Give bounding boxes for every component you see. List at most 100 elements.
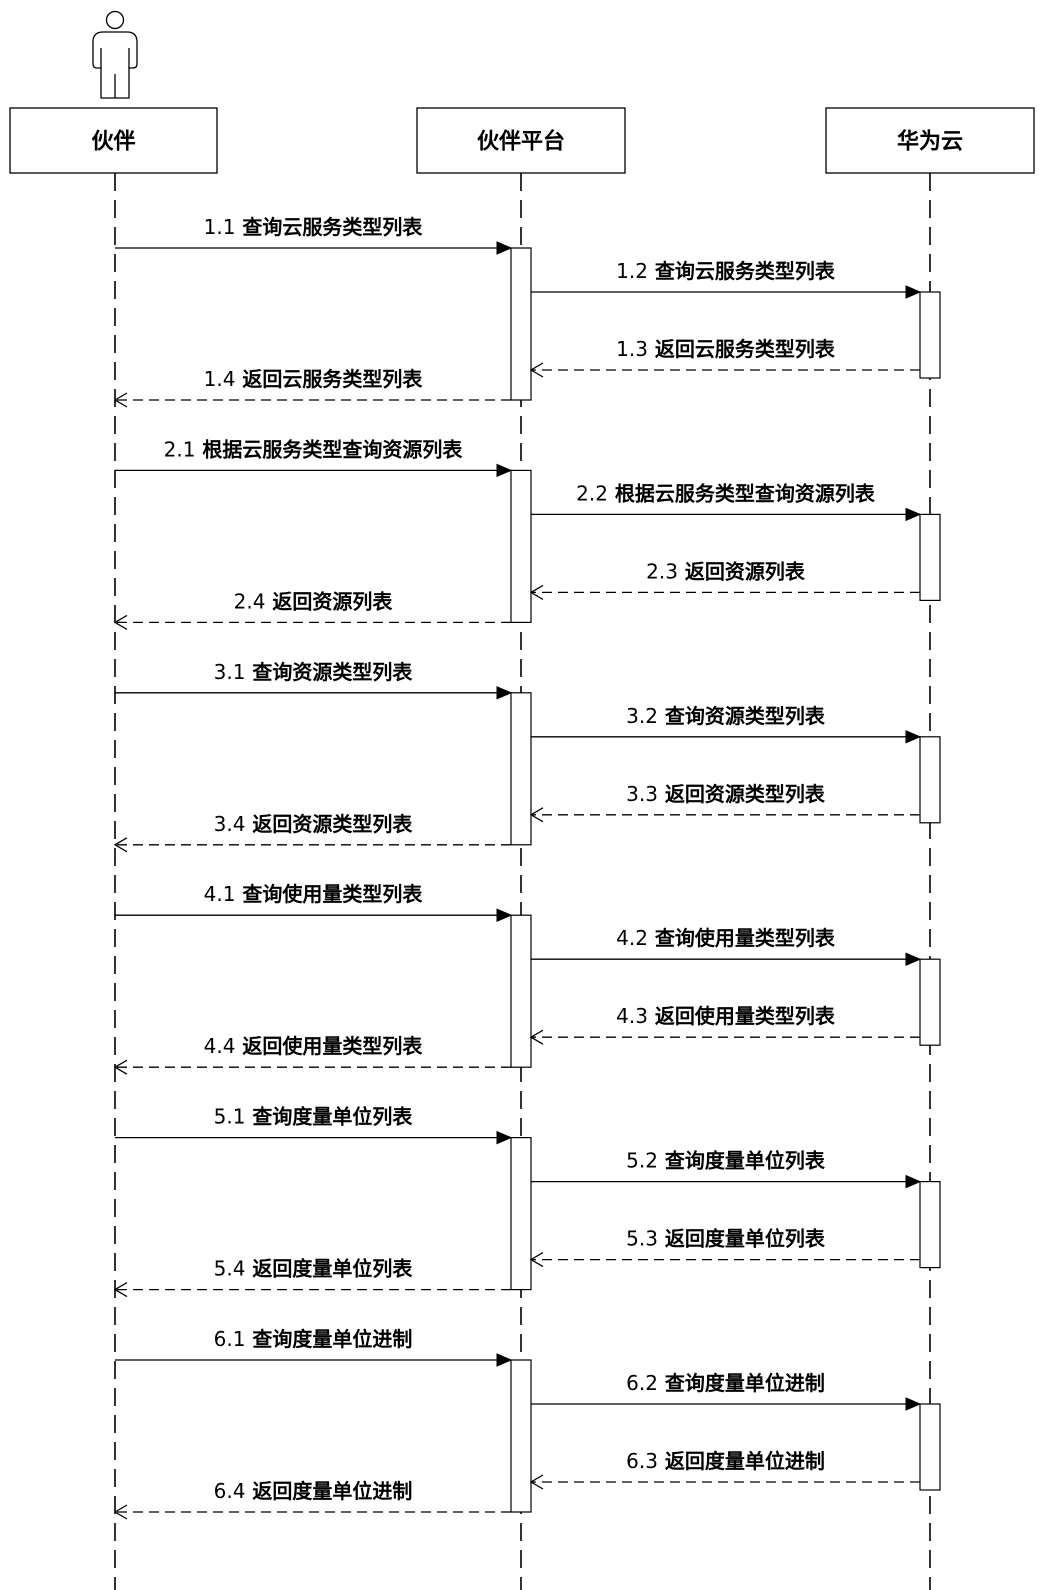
message-label: 2.4 返回资源列表 [234, 589, 394, 613]
open-arrowhead [113, 614, 128, 630]
message-gap [265, 589, 272, 613]
message-label: 2.1 根据云服务类型查询资源列表 [164, 437, 464, 461]
open-arrowhead [113, 392, 128, 408]
participant-box [9, 107, 218, 174]
activation-platform [510, 247, 532, 401]
message-6-4: 6.4 返回度量单位进制 [113, 1479, 511, 1520]
activations-layer [510, 247, 941, 1513]
message-gap [658, 782, 665, 806]
message-label: 4.3 返回使用量类型列表 [616, 1004, 836, 1028]
message-label: 4.4 返回使用量类型列表 [204, 1034, 424, 1058]
message-1-2: 1.2 查询云服务类型列表 [531, 259, 922, 299]
message-text: 查询度量单位进制 [252, 1327, 412, 1351]
lifelines-layer [114, 173, 931, 1590]
filled-arrowhead [905, 1397, 922, 1411]
message-gap [235, 1034, 242, 1058]
message-number: 2.3 [646, 559, 678, 583]
open-arrowhead [113, 1504, 128, 1520]
message-4-4: 4.4 返回使用量类型列表 [113, 1034, 511, 1075]
activation-huaweicloud [919, 291, 941, 379]
message-text: 返回资源列表 [685, 559, 806, 583]
message-number: 3.4 [214, 812, 246, 836]
message-text: 查询度量单位列表 [252, 1105, 413, 1129]
message-text: 根据云服务类型查询资源列表 [202, 437, 463, 461]
message-gap [648, 926, 655, 950]
filled-arrowhead [905, 730, 922, 744]
message-number: 2.2 [576, 481, 608, 505]
filled-arrowhead [905, 507, 922, 522]
activation-platform [510, 692, 532, 846]
message-label: 1.3 返回云服务类型列表 [616, 337, 836, 361]
participant-label: 伙伴平台 [477, 129, 565, 155]
message-label: 4.1 查询使用量类型列表 [204, 882, 424, 906]
participant-label: 华为云 [897, 129, 963, 155]
open-arrowhead [529, 1029, 544, 1045]
message-gap [648, 259, 655, 283]
message-gap [235, 882, 242, 906]
message-label: 3.2 查询资源类型列表 [626, 704, 826, 728]
message-4-3: 4.3 返回使用量类型列表 [529, 1004, 920, 1045]
message-gap [245, 1105, 252, 1129]
message-label: 2.3 返回资源列表 [646, 559, 806, 583]
filled-arrowhead [496, 463, 513, 478]
message-6-1: 6.1 查询度量单位进制 [115, 1327, 513, 1367]
actor-icon [92, 10, 138, 99]
message-2-3: 2.3 返回资源列表 [529, 559, 920, 600]
message-gap [245, 812, 252, 836]
message-number: 5.2 [626, 1149, 658, 1173]
message-label: 6.2 查询度量单位进制 [626, 1371, 825, 1395]
activation-platform [510, 1359, 532, 1513]
message-number: 4.2 [616, 926, 648, 950]
message-text: 返回度量单位列表 [665, 1227, 826, 1251]
message-label: 1.2 查询云服务类型列表 [616, 259, 836, 283]
message-number: 2.1 [164, 437, 196, 461]
message-text: 查询云服务类型列表 [655, 259, 836, 283]
message-gap [245, 1327, 252, 1351]
message-gap [195, 437, 202, 461]
message-text: 返回度量单位进制 [252, 1479, 412, 1503]
message-number: 4.4 [204, 1034, 236, 1058]
message-gap [245, 660, 252, 684]
message-number: 6.1 [214, 1327, 246, 1351]
message-6-2: 6.2 查询度量单位进制 [531, 1371, 922, 1411]
message-text: 返回云服务类型列表 [242, 367, 423, 391]
filled-arrowhead [496, 908, 513, 922]
message-label: 1.1 查询云服务类型列表 [204, 215, 424, 239]
filled-arrowhead [905, 285, 922, 299]
message-3-4: 3.4 返回资源类型列表 [113, 812, 511, 853]
activation-huaweicloud [919, 736, 941, 824]
message-2-1: 2.1 根据云服务类型查询资源列表 [115, 437, 513, 478]
participant-box [416, 107, 626, 174]
message-number: 5.4 [214, 1257, 246, 1281]
participants-layer: 伙伴伙伴平台华为云 [9, 10, 1035, 174]
open-arrowhead [529, 807, 544, 823]
message-number: 6.3 [626, 1449, 658, 1473]
message-gap [235, 215, 242, 239]
message-number: 2.4 [234, 589, 266, 613]
message-3-1: 3.1 查询资源类型列表 [115, 660, 513, 700]
participant-huaweicloud: 华为云 [825, 107, 1035, 174]
activation-huaweicloud [919, 1403, 941, 1491]
messages-layer: 1.1 查询云服务类型列表 1.2 查询云服务类型列表 1.3 返回云服务类型列表 1… [113, 215, 922, 1520]
message-3-3: 3.3 返回资源类型列表 [529, 782, 920, 823]
message-number: 1.4 [204, 367, 236, 391]
message-label: 5.4 返回度量单位列表 [214, 1257, 414, 1281]
message-label: 4.2 查询使用量类型列表 [616, 926, 836, 950]
message-gap [608, 481, 615, 505]
message-number: 6.2 [626, 1371, 658, 1395]
message-text: 返回资源类型列表 [665, 782, 826, 806]
activation-huaweicloud [919, 958, 941, 1046]
message-text: 返回资源类型列表 [252, 812, 413, 836]
filled-arrowhead [496, 1353, 513, 1367]
message-number: 5.3 [626, 1227, 658, 1251]
message-text: 返回资源列表 [272, 589, 393, 613]
message-3-2: 3.2 查询资源类型列表 [531, 704, 922, 744]
message-number: 3.2 [626, 704, 658, 728]
message-label: 3.1 查询资源类型列表 [214, 660, 414, 684]
message-1-4: 1.4 返回云服务类型列表 [113, 367, 511, 408]
message-label: 6.3 返回度量单位进制 [626, 1449, 825, 1473]
message-2-4: 2.4 返回资源列表 [113, 589, 511, 630]
message-number: 3.3 [626, 782, 658, 806]
open-arrowhead [113, 837, 128, 853]
